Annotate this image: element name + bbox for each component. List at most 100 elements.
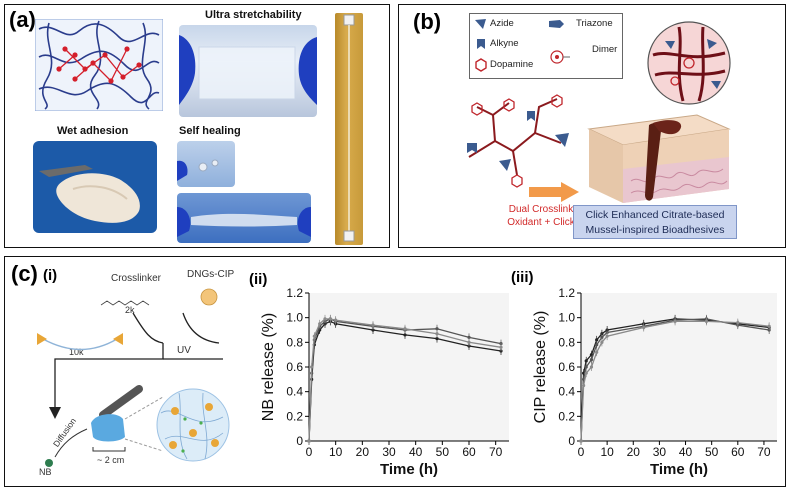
size-label: ~ 2 cm: [97, 455, 125, 465]
nb-chart-ytick-label: 1.2: [286, 286, 303, 300]
nb-chart-xtick-label: 20: [356, 445, 370, 459]
cip-chart-xtick-label: 70: [757, 445, 771, 459]
cip-chart-series-2-point: [589, 358, 594, 362]
crosslink-text-1: Dual Crosslink: [508, 204, 574, 215]
cip-chart-series-3-point: [704, 319, 709, 323]
nb-chart-series-3-point: [334, 318, 338, 322]
mw-2k-label: 2k: [125, 305, 135, 315]
triazone-icon: [549, 20, 564, 28]
panel-c-label: (c): [11, 261, 38, 286]
panel-a-label: (a): [9, 7, 36, 32]
nb-chart-xtick-label: 60: [462, 445, 476, 459]
legend-triazone: Triazone: [576, 18, 613, 29]
legend-dopamine: Dopamine: [490, 59, 534, 70]
panel-b-label: (b): [413, 9, 442, 34]
cip-chart-series-3-point: [736, 321, 740, 325]
nb-chart-ytick-label: 0.6: [286, 360, 303, 374]
cip-chart-ytick-label: 0.2: [558, 409, 575, 423]
nb-chart-series-1-point: [403, 333, 407, 337]
cip-chart-series-3-point: [600, 340, 604, 344]
title-box-line-1: Click Enhanced Citrate-based: [585, 209, 725, 221]
nb-chart-xtick-label: 40: [409, 445, 423, 459]
nb-chart-x-axis-label: Time (h): [380, 461, 438, 478]
cip-chart-xtick-label: 40: [679, 445, 693, 459]
stretch-photo: [179, 25, 317, 117]
nb-chart-ytick-label: 0.8: [286, 335, 303, 349]
cip-chart-series-2-point: [595, 343, 599, 347]
panel-a: (a) Ultra stretchability: [4, 4, 390, 248]
nb-chart-series-3-line: [308, 318, 502, 442]
caption-self-healing: Self healing: [179, 125, 241, 137]
nb-chart-ytick-label: 0.2: [286, 409, 303, 423]
cip-chart-xtick-label: 10: [600, 445, 614, 459]
nb-chart-series-3-point: [371, 323, 375, 327]
nb-chart-series-3-point: [323, 317, 327, 321]
nb-chart-series-3-point: [310, 365, 314, 369]
nb-label: NB: [39, 467, 52, 477]
hydrogel-network-schematic: [35, 19, 163, 111]
caption-wet-adhesion: Wet adhesion: [57, 125, 129, 137]
azide-icon: [475, 19, 486, 29]
dopamine-icon: [475, 58, 487, 72]
cip-chart-series-3-point: [642, 325, 646, 330]
alkyne-icon: [477, 39, 485, 49]
nb-chart-series-3-point: [312, 334, 316, 338]
sub-label-ii: (ii): [249, 271, 268, 288]
self-healing-photo-1: [177, 141, 235, 187]
legend-dimer: Dimer: [592, 44, 618, 55]
cip-chart-series-3-point: [584, 371, 588, 375]
nb-chart-series-3-point: [435, 332, 439, 336]
cip-chart-series-3-point: [595, 350, 599, 354]
nb-chart-series-3-point: [467, 340, 471, 344]
crosslink-text-2: Oxidant + Click: [507, 217, 575, 228]
cip-chart-plot-area: [581, 293, 777, 441]
nb-chart-series-1-point: [435, 337, 439, 341]
nb-chart-series-2-point: [435, 327, 439, 331]
hydrogel-formation-schematic: [37, 288, 230, 467]
stretched-strip-photo: [335, 13, 363, 245]
cip-chart-series-2-point: [584, 365, 588, 369]
nb-chart-ytick-label: 0: [296, 434, 303, 448]
cip-chart-xtick-label: 30: [653, 445, 667, 459]
cip-chart-x-axis-label: Time (h): [650, 461, 708, 478]
uv-label: UV: [177, 345, 191, 356]
legend-azide: Azide: [490, 18, 514, 29]
cip-chart-series-1-point: [584, 359, 588, 363]
cip-chart-series-3-point: [589, 365, 594, 369]
cip-chart-series-3-line: [580, 320, 770, 442]
nb-chart-plot-area: [309, 293, 509, 441]
cip-chart-xtick-label: 60: [731, 445, 745, 459]
nb-chart-series-3-point: [318, 322, 322, 326]
nb-chart-xtick-label: 50: [436, 445, 450, 459]
self-healing-photo-2: [177, 193, 311, 243]
cip-chart-ytick-label: 1.2: [558, 286, 575, 300]
nb-chart-series-3-point: [403, 327, 407, 331]
cip-chart-series-1-point: [589, 353, 594, 357]
cip-chart-ytick-label: 0.8: [558, 335, 575, 349]
legend-box: Azide Alkyne Dopamine Triazone Dimer: [469, 13, 623, 79]
nb-chart-series-2-point: [467, 335, 471, 339]
crosslinker-label: Crosslinker: [111, 273, 162, 284]
title-box-line-2: Mussel-inspired Bioadhesives: [585, 224, 725, 236]
dngs-label: DNGs-CIP: [187, 269, 235, 280]
cip-chart-series-2-line: [580, 318, 770, 442]
polymer-schematic: [467, 94, 569, 188]
panel-c: (c) (i) (ii) (iii) Crosslinker DNGs-CIP …: [4, 256, 786, 487]
zoom-circle-network: [647, 21, 731, 105]
nb-chart-xtick-label: 0: [306, 445, 313, 459]
cip-chart-ytick-label: 0: [568, 434, 575, 448]
cip-chart-series-3-point: [673, 319, 677, 323]
sub-label-iii: (iii): [511, 269, 534, 286]
dimer-icon: [550, 50, 570, 64]
tissue-illustration: [587, 114, 731, 203]
cip-chart-xtick-label: 50: [705, 445, 719, 459]
cip-chart-y-axis-label: CIP release (%): [532, 311, 549, 424]
cip-chart-series-3-point: [579, 439, 583, 443]
cip-chart-ytick-label: 0.4: [558, 385, 575, 399]
nb-chart-series-3-point: [499, 345, 503, 349]
nb-chart-series-3-point: [328, 317, 332, 321]
cip-chart-ytick-label: 1.0: [558, 311, 575, 325]
cip-chart-series-1-point: [595, 338, 599, 342]
